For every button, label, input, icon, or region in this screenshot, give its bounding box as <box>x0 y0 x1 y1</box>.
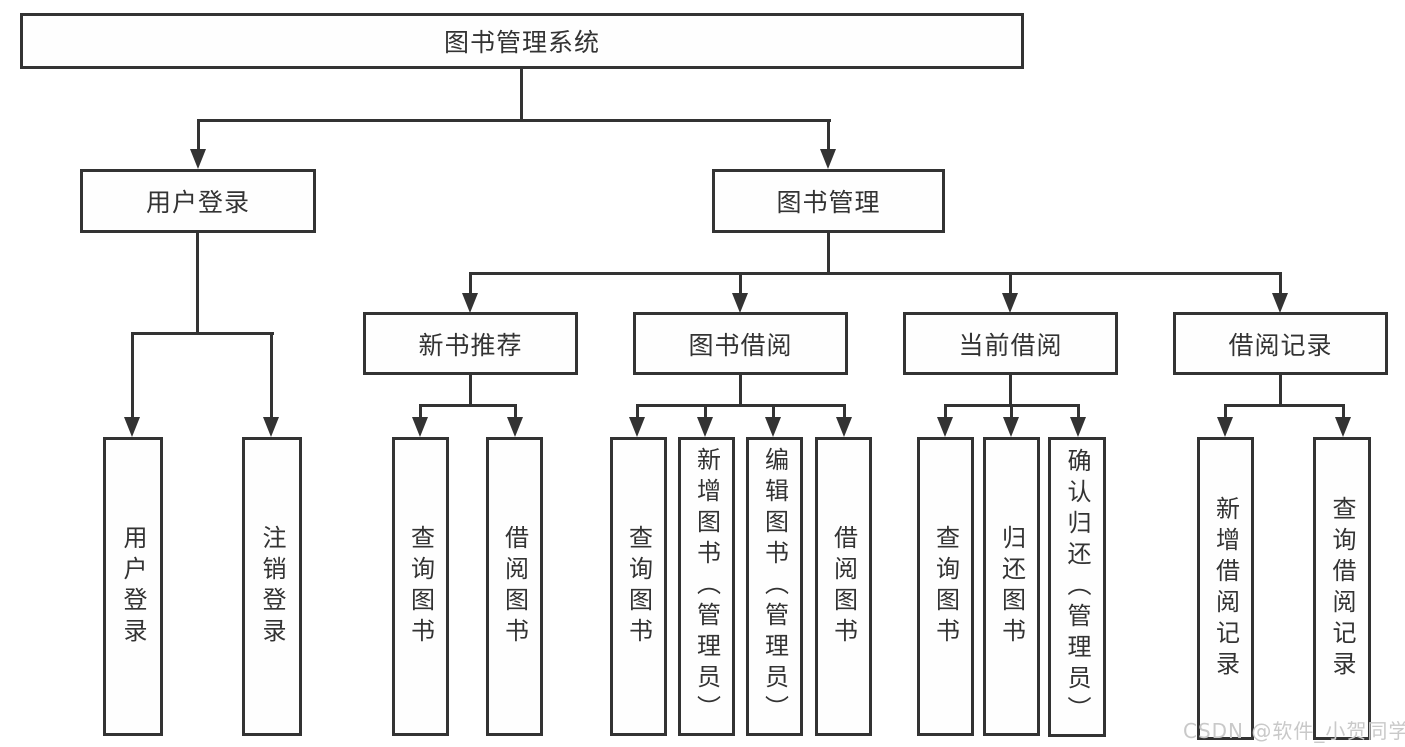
connector-login-hline <box>131 332 274 335</box>
connector-mgmt-stub-3 <box>1009 272 1012 295</box>
leaf-query-books-recommend: 查询图书 <box>392 437 449 736</box>
node-current-borrowing: 当前借阅 <box>903 312 1118 375</box>
arrow-down-icon <box>1003 417 1019 437</box>
csdn-watermark: CSDN @软件_小贺同学 <box>1183 719 1405 743</box>
node-new-book-recommend: 新书推荐 <box>363 312 578 375</box>
connector-root-stub-right <box>827 119 830 151</box>
leaf-return-book: 归还图书 <box>983 437 1040 736</box>
connector-current-vline <box>1009 375 1012 406</box>
connector-borrow-hline <box>636 404 846 407</box>
connector-mgmt-vline <box>827 233 830 274</box>
connector-borrow-vline <box>739 375 742 406</box>
leaf-borrow-books-recommend: 借阅图书 <box>486 437 543 736</box>
connector-rec-stub-2 <box>514 404 517 419</box>
node-book-management-group: 图书管理 <box>712 169 945 233</box>
leaf-query-books-current: 查询图书 <box>917 437 974 736</box>
connector-borrow-stub-2 <box>704 404 707 419</box>
arrow-down-icon <box>629 417 645 437</box>
connector-login-stub-2 <box>270 332 273 419</box>
connector-rec-stub-1 <box>419 404 422 419</box>
arrow-down-icon <box>1335 417 1351 437</box>
connector-records-hline <box>1224 404 1345 407</box>
connector-borrow-stub-4 <box>843 404 846 419</box>
connector-mgmt-stub-2 <box>739 272 742 295</box>
leaf-borrow-books-borrowing: 借阅图书 <box>815 437 872 736</box>
leaf-edit-book-admin: 编辑图书（管理员） <box>746 437 803 736</box>
connector-records-stub-1 <box>1224 404 1227 419</box>
connector-mgmt-stub-4 <box>1279 272 1282 295</box>
leaf-query-borrow-record: 查询借阅记录 <box>1313 437 1371 740</box>
node-user-login-group: 用户登录 <box>80 169 316 233</box>
leaf-logout: 注销登录 <box>242 437 302 736</box>
node-borrowing-records: 借阅记录 <box>1173 312 1388 375</box>
leaf-add-borrow-record: 新增借阅记录 <box>1197 437 1254 740</box>
arrow-down-icon <box>820 149 836 169</box>
node-library-management-system: 图书管理系统 <box>20 13 1024 69</box>
arrow-down-icon <box>1002 293 1018 313</box>
arrow-down-icon <box>1217 417 1233 437</box>
connector-rec-vline <box>469 375 472 406</box>
connector-borrow-stub-1 <box>636 404 639 419</box>
leaf-add-book-admin: 新增图书（管理员） <box>678 437 735 736</box>
connector-mgmt-hline <box>469 272 1282 275</box>
arrow-down-icon <box>507 417 523 437</box>
leaf-confirm-return-admin: 确认归还（管理员） <box>1048 437 1106 737</box>
arrow-down-icon <box>732 293 748 313</box>
arrow-down-icon <box>462 293 478 313</box>
arrow-down-icon <box>1272 293 1288 313</box>
connector-root-vline <box>520 69 523 120</box>
arrow-down-icon <box>836 417 852 437</box>
arrow-down-icon <box>124 417 140 437</box>
arrow-down-icon <box>190 149 206 169</box>
connector-login-vline <box>196 233 199 334</box>
arrow-down-icon <box>697 417 713 437</box>
connector-rec-hline <box>419 404 517 407</box>
arrow-down-icon <box>765 417 781 437</box>
arrow-down-icon <box>412 417 428 437</box>
connector-borrow-stub-3 <box>772 404 775 419</box>
connector-current-stub-3 <box>1077 404 1080 419</box>
connector-mgmt-stub-1 <box>469 272 472 295</box>
connector-current-stub-2 <box>1010 404 1013 419</box>
arrow-down-icon <box>937 417 953 437</box>
arrow-down-icon <box>1070 417 1086 437</box>
leaf-query-books-borrowing: 查询图书 <box>610 437 667 736</box>
connector-records-stub-2 <box>1342 404 1345 419</box>
connector-root-hline <box>197 119 831 122</box>
arrow-down-icon <box>263 417 279 437</box>
node-book-borrowing: 图书借阅 <box>633 312 848 375</box>
connector-root-stub-left <box>197 119 200 151</box>
connector-login-stub-1 <box>131 332 134 419</box>
leaf-user-login: 用户登录 <box>103 437 163 736</box>
connector-records-vline <box>1279 375 1282 406</box>
connector-current-stub-1 <box>944 404 947 419</box>
